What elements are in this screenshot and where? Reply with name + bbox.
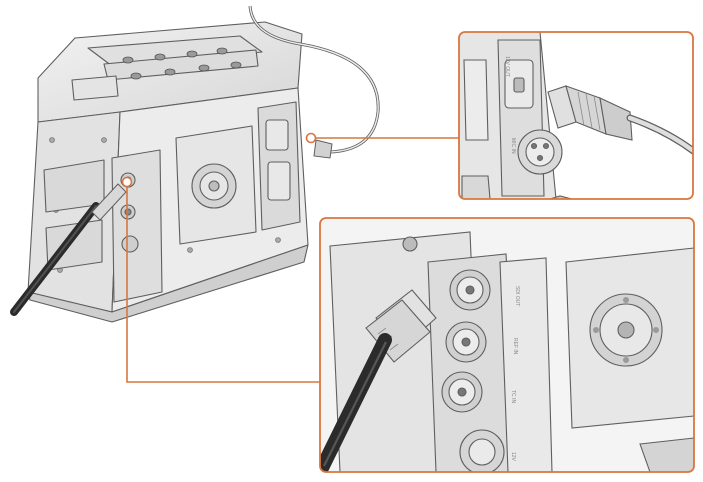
sdi-cable — [10, 183, 127, 316]
bottom-inset-frame — [319, 217, 695, 473]
callout-marker-bottom — [121, 176, 133, 188]
callout-lines — [126, 137, 459, 383]
label-12v: 12V — [510, 452, 516, 462]
bottom-detail-inset: SDI OUT REF IN TC IN 12V — [319, 217, 695, 473]
label-tc-in: TC IN — [510, 390, 516, 403]
top-detail-inset: 12V OUT MIC IN — [458, 31, 694, 200]
camera-body — [27, 21, 309, 323]
label-12v-out: 12V OUT — [504, 56, 510, 77]
rear-connector-panel — [111, 149, 163, 303]
label-sdi-out: SDI OUT — [514, 286, 520, 306]
callout-line-bottom — [126, 186, 320, 383]
top-rail-screws — [122, 47, 242, 80]
label-ref-in: REF IN — [512, 338, 518, 355]
callout-marker-top — [305, 132, 317, 144]
label-mic-in: MIC IN — [510, 138, 516, 154]
bnc-connectors — [441, 269, 491, 413]
top-inset-frame — [458, 31, 694, 200]
sdi-port-panel — [427, 253, 521, 472]
